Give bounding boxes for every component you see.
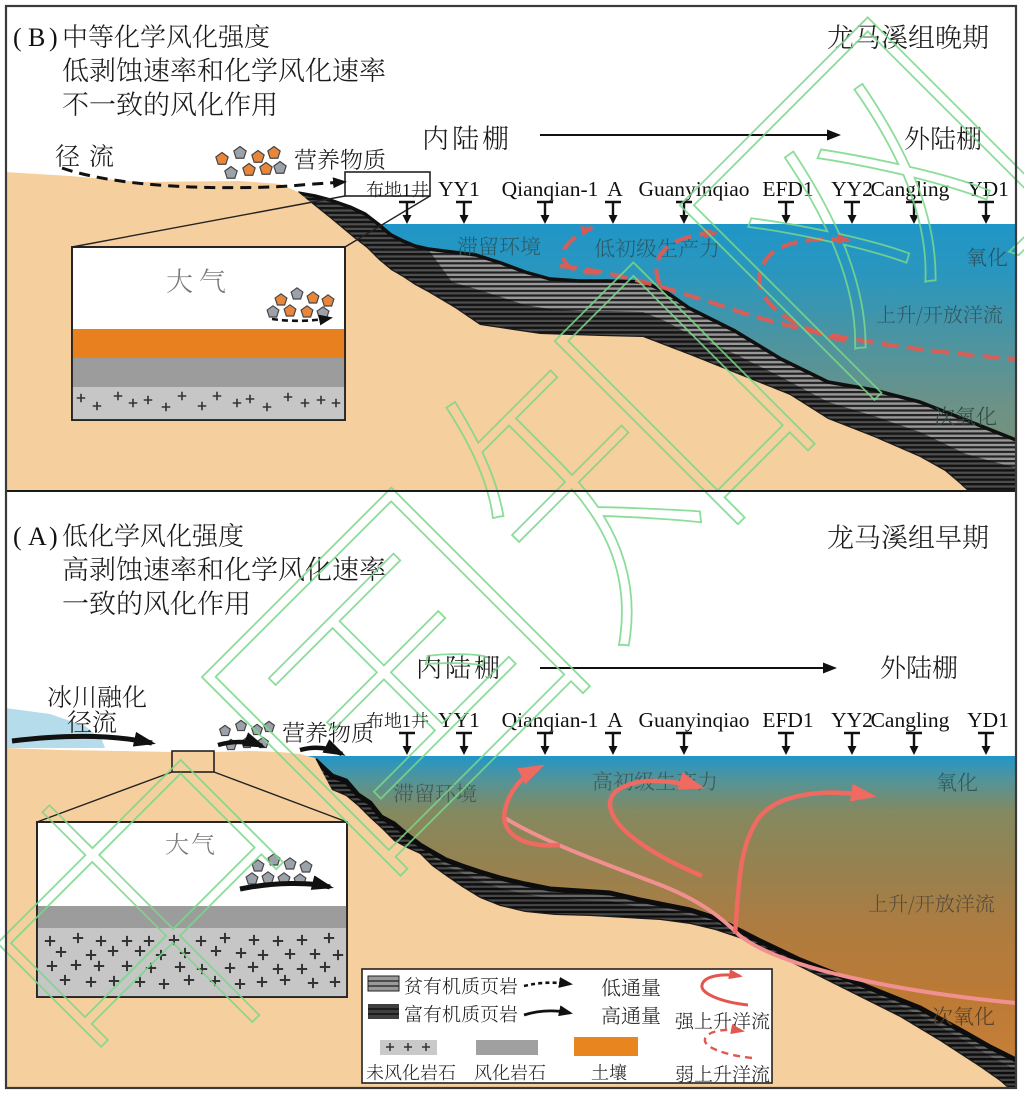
svg-text:EFD1: EFD1	[762, 177, 813, 201]
svg-text:(: (	[13, 23, 22, 52]
svg-text:A: A	[607, 177, 623, 201]
svg-text:1: 1	[402, 711, 411, 731]
svg-text:YY2: YY2	[831, 177, 873, 201]
svg-text:EFD1: EFD1	[762, 708, 813, 732]
svg-text:): )	[49, 23, 58, 52]
svg-text:YY1: YY1	[438, 177, 480, 201]
svg-text:YD1: YD1	[967, 708, 1009, 732]
svg-text:Guanyinqiao: Guanyinqiao	[638, 177, 749, 201]
svg-text:): )	[49, 522, 58, 551]
svg-text:A: A	[607, 708, 623, 732]
svg-text:Cangling: Cangling	[871, 708, 950, 732]
svg-text:Cangling: Cangling	[871, 177, 950, 201]
svg-text:Qianqian-1: Qianqian-1	[502, 708, 599, 732]
svg-text:YY2: YY2	[831, 708, 873, 732]
svg-text:(: (	[13, 522, 22, 551]
svg-text:Qianqian-1: Qianqian-1	[502, 177, 599, 201]
svg-text:Guanyinqiao: Guanyinqiao	[638, 708, 749, 732]
svg-text:B: B	[28, 23, 45, 52]
svg-text:A: A	[28, 522, 47, 551]
svg-text:1: 1	[402, 180, 411, 200]
